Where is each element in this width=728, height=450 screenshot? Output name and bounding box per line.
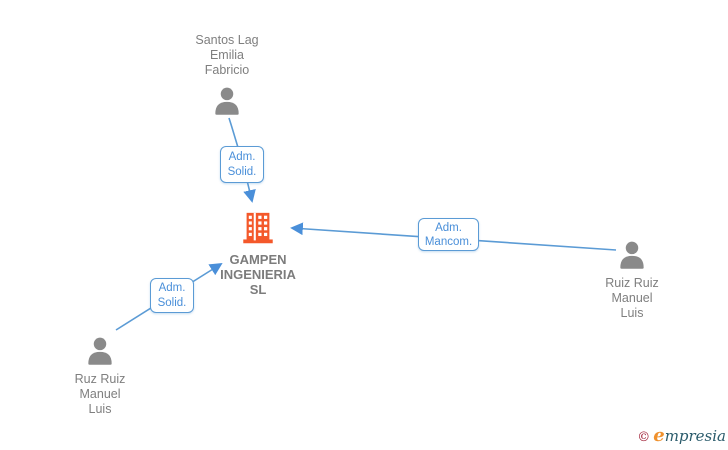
building-icon (239, 210, 277, 248)
person-node-bottom-left[interactable]: Ruz Ruiz Manuel Luis (40, 336, 160, 417)
person-name-label: Ruz Ruiz Manuel Luis (74, 372, 126, 416)
person-node-right[interactable]: Ruiz Ruiz Manuel Luis (572, 240, 692, 321)
copyright-symbol: © (637, 430, 651, 445)
person-name-label: Ruiz Ruiz Manuel Luis (605, 276, 659, 320)
relationship-label-adm-solid-left: Adm. Solid. (150, 278, 194, 313)
relationship-label-adm-solid-top: Adm. Solid. (220, 146, 264, 183)
person-node-top[interactable]: Santos Lag Emilia Fabricio (167, 33, 287, 116)
logo-initial: e (653, 425, 665, 446)
logo-text: mpresia (664, 427, 726, 445)
person-icon (212, 86, 242, 116)
company-node[interactable]: GAMPEN INGENIERIA SL (198, 210, 318, 297)
person-name-label: Santos Lag Emilia Fabricio (195, 33, 259, 77)
person-icon (617, 240, 647, 270)
person-icon (85, 336, 115, 366)
relationship-label-adm-mancom: Adm. Mancom. (418, 218, 479, 251)
empresia-logo[interactable]: ©empresia (637, 425, 726, 446)
company-name-label: GAMPEN INGENIERIA SL (220, 252, 296, 297)
